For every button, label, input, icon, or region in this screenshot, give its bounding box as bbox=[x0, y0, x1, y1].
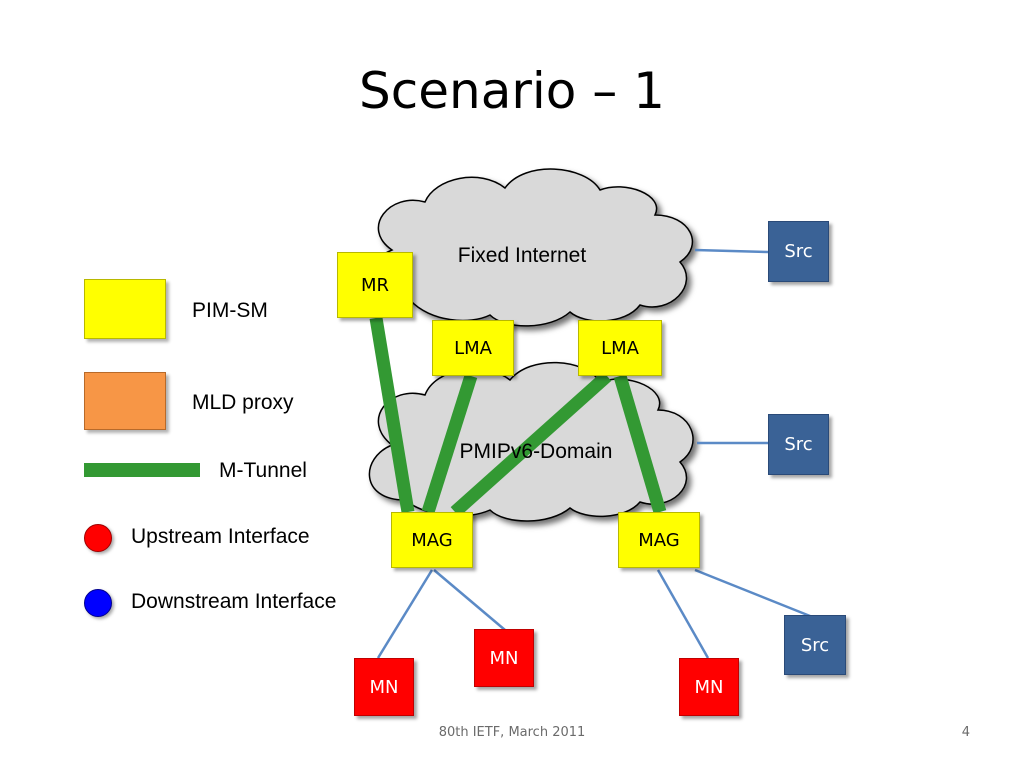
src-bottom-node: Src bbox=[784, 615, 846, 675]
legend-m-tunnel-swatch bbox=[84, 463, 200, 477]
page-number: 4 bbox=[961, 725, 970, 740]
fixed-internet-label: Fixed Internet bbox=[458, 244, 587, 267]
pmipv6-domain-label: PMIPv6-Domain bbox=[460, 440, 613, 463]
src-middle-node: Src bbox=[768, 414, 829, 475]
lma-right-node: LMA bbox=[578, 320, 662, 376]
link-mag-left-mn-left bbox=[376, 569, 434, 659]
lma-left-node: LMA bbox=[432, 320, 514, 376]
link-mag-right-src-bottom bbox=[694, 568, 816, 620]
m-tunnel-lma-left-mag bbox=[421, 374, 478, 514]
fixed-internet-cloud bbox=[371, 168, 693, 327]
link-cloud-src-top bbox=[694, 248, 769, 254]
legend-upstream-dot bbox=[84, 524, 112, 552]
m-tunnel-lma-right-mag-right bbox=[613, 374, 667, 514]
legend-upstream-label: Upstream Interface bbox=[131, 525, 310, 548]
mn-left-node: MN bbox=[354, 658, 414, 716]
legend-m-tunnel-label: M-Tunnel bbox=[219, 459, 307, 482]
mn-right-node: MN bbox=[679, 658, 739, 716]
link-mag-left-mn-middle bbox=[433, 569, 506, 631]
mr-node: MR bbox=[337, 252, 413, 318]
legend-pim-sm-label: PIM-SM bbox=[192, 299, 268, 322]
footer-text: 80th IETF, March 2011 bbox=[438, 725, 586, 740]
mn-middle-node: MN bbox=[474, 629, 534, 687]
slide-title: Scenario – 1 bbox=[359, 62, 665, 120]
legend-mld-proxy-swatch bbox=[84, 372, 166, 430]
m-tunnel-lma-right-mag-left bbox=[450, 371, 612, 517]
mag-right-node: MAG bbox=[618, 512, 700, 568]
legend-pim-sm-swatch bbox=[84, 279, 166, 339]
legend-mld-proxy-label: MLD proxy bbox=[192, 391, 294, 414]
link-mag-right-mn-right bbox=[656, 569, 710, 659]
m-tunnel-mr-mag bbox=[369, 316, 415, 514]
legend-downstream-dot bbox=[84, 589, 112, 617]
legend-downstream-label: Downstream Interface bbox=[131, 590, 337, 613]
src-top-node: Src bbox=[768, 221, 829, 282]
mag-left-node: MAG bbox=[391, 512, 473, 568]
